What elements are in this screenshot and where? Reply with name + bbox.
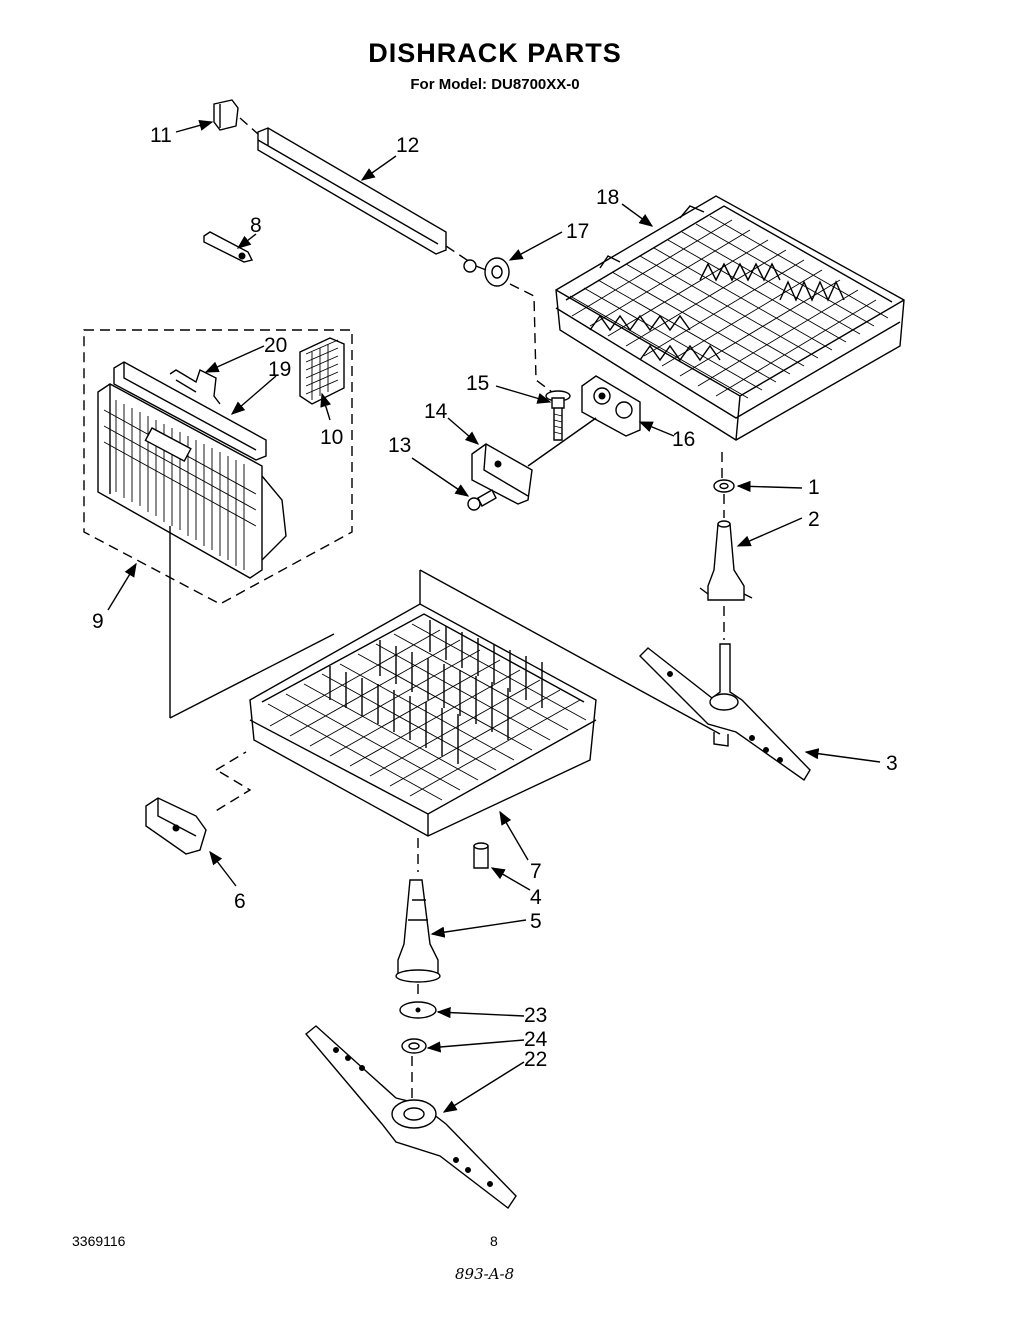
- silverware-basket-body: [97, 383, 287, 579]
- lower-spray-arm-part-22: [305, 1025, 517, 1210]
- clip-part-8: [203, 231, 254, 263]
- callout-5: 5: [530, 910, 542, 933]
- callout-24: 24: [524, 1028, 548, 1051]
- ring-part-1: [713, 452, 735, 518]
- rack-wheel-part-17: [463, 257, 510, 287]
- callout-8: 8: [250, 214, 262, 237]
- lower-spray-tube-part-5: [395, 838, 441, 1000]
- screw-part-15: [545, 390, 571, 441]
- callout-4: 4: [530, 886, 542, 909]
- callout-17: 17: [566, 220, 589, 243]
- callout-6: 6: [234, 890, 246, 913]
- silverware-basket-assembly-part-9: [83, 329, 353, 605]
- page-title: DISHRACK PARTS: [368, 38, 622, 68]
- spring-clip-part-20: [169, 369, 221, 405]
- bushing-part-4: [473, 842, 489, 869]
- rack-stop-part-6: [145, 797, 207, 855]
- upper-spray-arm-part-3: [639, 643, 811, 782]
- washer-part-24: [401, 1038, 427, 1054]
- callout-13: 13: [388, 434, 411, 457]
- track-rail-part-12: [257, 127, 447, 255]
- callout-3: 3: [886, 752, 898, 775]
- washer-part-23: [399, 1001, 437, 1019]
- callout-10: 10: [320, 426, 343, 449]
- callout-leaders: [107, 119, 881, 1113]
- callout-22: 22: [524, 1048, 547, 1071]
- callout-20: 20: [264, 334, 287, 357]
- end-cap-part-11: [213, 99, 239, 131]
- callout-14: 14: [424, 400, 448, 423]
- callout-23: 23: [524, 1004, 547, 1027]
- basket-lid-part-10: [299, 337, 345, 405]
- callout-7: 7: [530, 860, 542, 883]
- callout-12: 12: [396, 134, 419, 157]
- model-subtitle: For Model: DU8700XX-0: [410, 76, 580, 93]
- document-number: 3369116: [72, 1233, 126, 1249]
- page-number: 8: [490, 1233, 498, 1249]
- upper-rack-part-18: [555, 195, 905, 441]
- lower-rack-part-7: [249, 603, 597, 837]
- handwritten-note: 893-A-8: [455, 1265, 515, 1283]
- callout-2: 2: [808, 508, 820, 531]
- wheel-bracket-part-16: [581, 375, 641, 437]
- callout-11: 11: [150, 124, 172, 147]
- callout-1: 1: [808, 476, 820, 499]
- handle-rail-part-19: [113, 361, 267, 461]
- callout-18: 18: [596, 186, 619, 209]
- upper-spray-tube-part-2: [699, 520, 753, 640]
- slide-stop-part-14: [471, 443, 533, 505]
- callout-labels: 11 12 8 17 18 20 19 10 15 14 13 16 1 2 3…: [92, 124, 898, 1071]
- callout-9: 9: [92, 610, 104, 633]
- callout-16: 16: [672, 428, 695, 451]
- callout-19: 19: [268, 358, 291, 381]
- screw-part-13: [467, 489, 497, 511]
- callout-15: 15: [466, 372, 489, 395]
